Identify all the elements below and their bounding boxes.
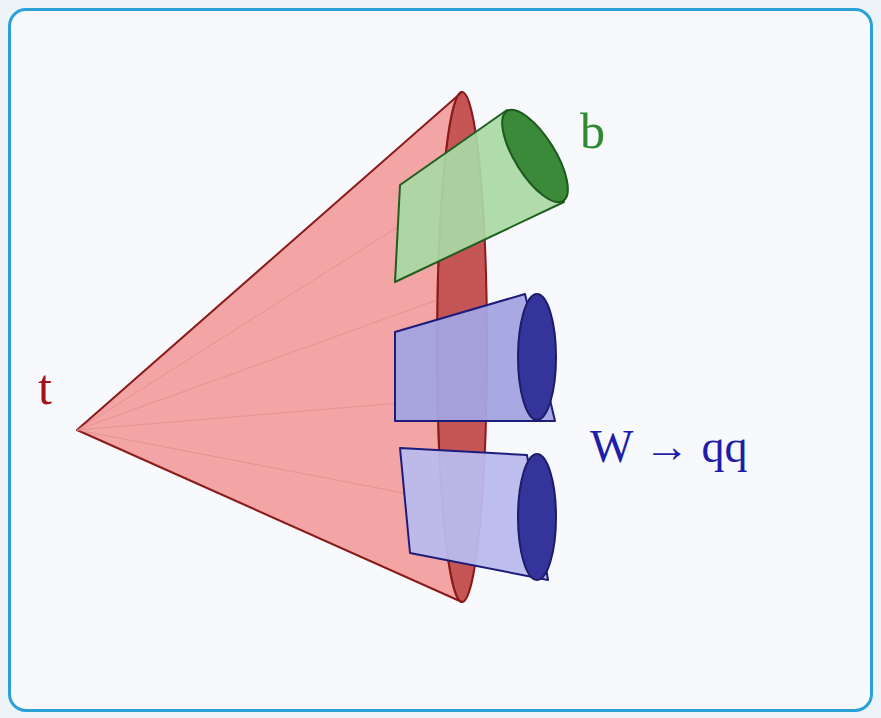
quark-jet-cone — [395, 294, 555, 421]
quark-jet-face — [518, 454, 556, 580]
cone-shading — [77, 200, 440, 500]
quark-jet-face — [518, 294, 556, 420]
particle-label: t — [38, 362, 52, 412]
decay-label: W → qq — [590, 424, 748, 470]
particle-label: b — [580, 106, 605, 156]
b-jet-face — [490, 100, 580, 211]
